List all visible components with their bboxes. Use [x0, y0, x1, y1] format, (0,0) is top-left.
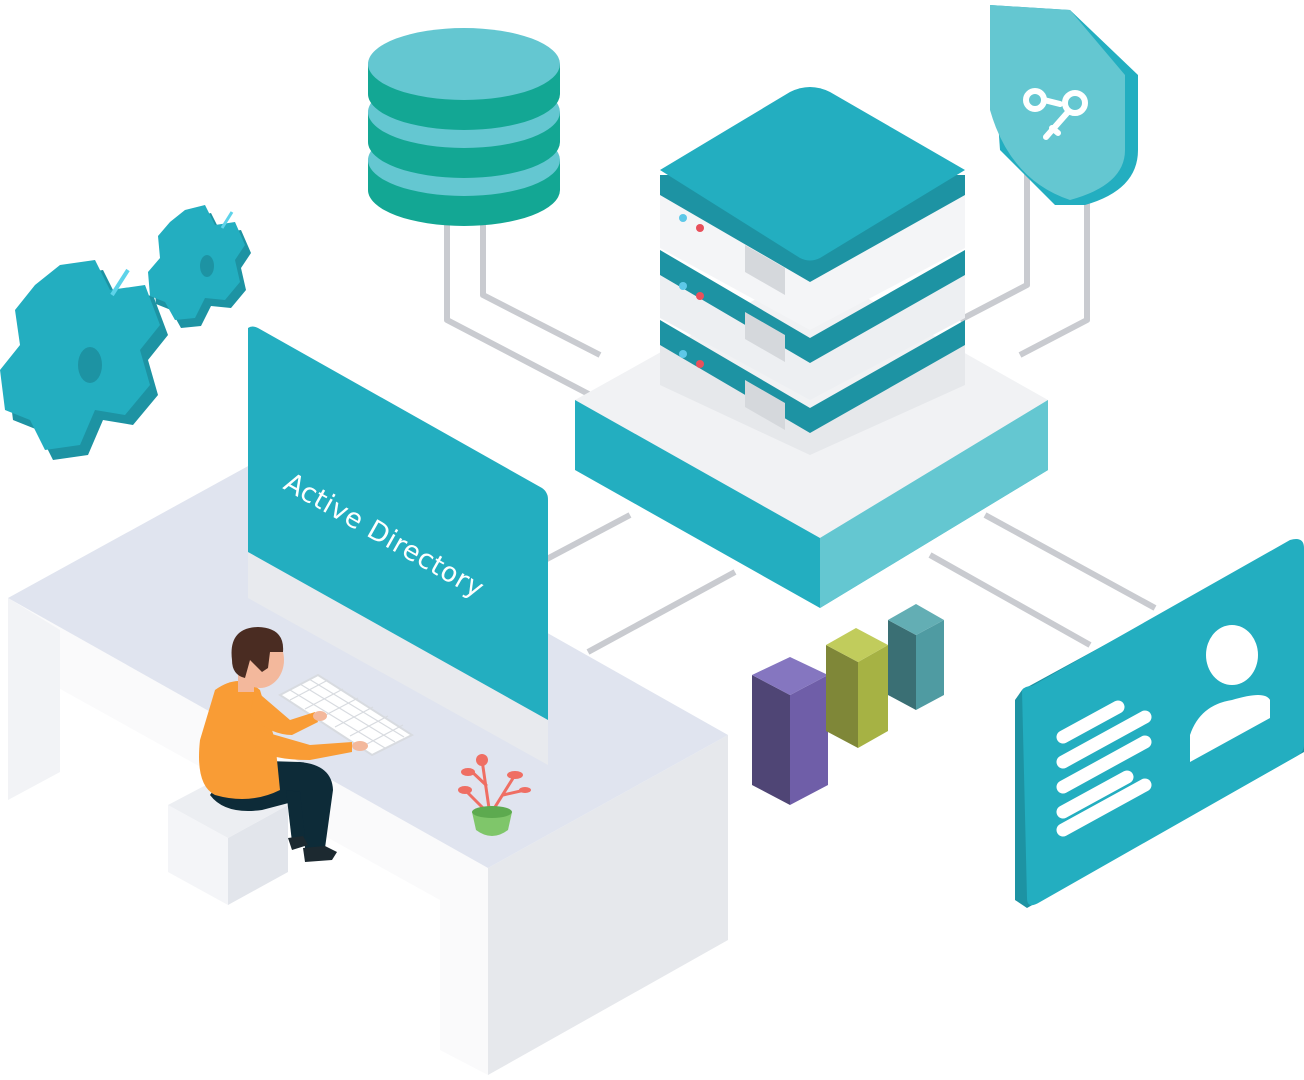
connector-lines	[444, 160, 1157, 655]
server-vents	[745, 245, 785, 430]
person-at-desk	[199, 627, 368, 862]
database-icon	[368, 28, 560, 226]
keys-icon	[1023, 88, 1088, 140]
shield-keys-icon	[990, 5, 1138, 205]
keyboard	[278, 673, 415, 757]
connector-monitor-top	[543, 512, 632, 563]
connector-monitor-bottom	[586, 569, 737, 655]
monitor: Active Directory	[248, 326, 548, 765]
large-gear-icon	[0, 260, 168, 460]
small-gear-icon	[148, 205, 251, 328]
bar-chart-icon	[752, 604, 944, 805]
card-text-lines	[1056, 700, 1152, 837]
potted-plant	[458, 754, 531, 836]
connector-card-top	[983, 512, 1157, 611]
server-status-leds	[679, 214, 704, 368]
bar-olive	[826, 628, 888, 748]
bar-teal	[888, 604, 944, 710]
connector-shield-left	[958, 160, 1030, 323]
connector-card-bottom	[928, 552, 1092, 648]
connector-shield-right	[1018, 160, 1090, 358]
gears-icon	[0, 205, 251, 460]
connector-database-left	[444, 205, 602, 403]
avatar-icon	[1190, 625, 1270, 762]
user-id-card-icon	[1015, 539, 1304, 908]
bar-purple	[752, 657, 828, 805]
connector-database-right	[480, 205, 602, 358]
desk	[8, 465, 728, 1075]
server-icon	[660, 87, 965, 455]
